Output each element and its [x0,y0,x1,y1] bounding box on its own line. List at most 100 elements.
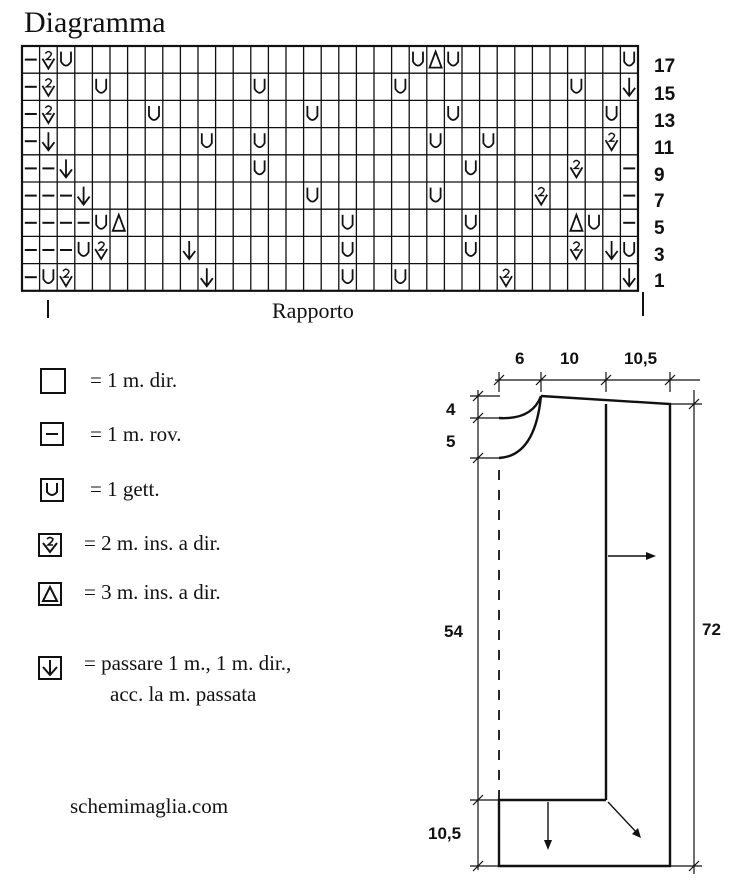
dim-slash-top [535,374,547,386]
chart-yarn-over-mark [253,78,266,94]
chart-yarn-over-mark [623,51,636,67]
dim-slash-right [688,398,700,410]
legend-text-skpo: = passare 1 m., 1 m. dir., [84,651,292,675]
row-number-13: 13 [654,111,676,132]
chart-yarn-over-mark [605,106,618,121]
dim-left-10-5: 10,5 [428,824,462,843]
chart-yarn-over-mark [429,187,442,203]
chart-skpo-mark [200,268,214,288]
chart-k2tog-mark [41,112,56,125]
chart-yarn-over-mark [341,242,354,257]
chart-yarn-over-mark [394,269,407,285]
chart-yarn-over-mark [464,214,477,230]
dim-slash-left [472,452,484,464]
arrow-diag-head [632,828,641,838]
chart-k2tog-digit [44,105,53,115]
chart-yarn-over-mark [464,160,477,176]
chart-yarn-over-mark [570,78,583,94]
chart-yarn-over-mark [341,214,354,230]
chart-yarn-over-mark [253,160,266,176]
dim-left-54: 54 [444,622,463,641]
chart-yarn-over-mark [588,214,600,230]
legend-text-gett: = 1 gett. [90,477,160,501]
chart-yarn-over-mark [623,242,636,257]
dim-slash-left [472,412,484,424]
chart-yarn-over-mark [42,269,55,285]
chart-k2tog-mark [569,166,584,180]
dim-left-4: 4 [446,400,456,419]
chart-yarn-over-mark [447,106,460,121]
chart-k2tog-mark [499,275,513,288]
chart-skpo-mark [622,77,636,98]
row-number-9: 9 [654,165,665,186]
legend-text-k2tog: = 2 m. ins. a dir. [84,531,221,555]
chart-yarn-over-mark [429,133,442,149]
chart-k2tog-mark [569,248,584,261]
chart-k3tog-mark [569,212,584,232]
chart-yarn-over-mark [95,78,108,94]
website-label: schemimaglia.com [70,794,229,818]
chart-k2tog-digit [572,159,581,170]
chart-yarn-over-mark [306,187,319,203]
arrow-right-head [646,552,656,560]
legend-k2tog-icon [38,533,62,557]
row-number-17: 17 [654,56,676,77]
row-number-5: 5 [654,218,665,239]
chart-skpo-mark [182,241,196,261]
arrow-diag-line [607,801,639,835]
chart-k2tog-digit [502,268,510,278]
dim-top-10-5: 10,5 [624,349,658,368]
row-number-3: 3 [654,245,665,266]
row-number-7: 7 [654,191,665,212]
diagram-title: Diagramma [24,6,166,39]
chart-yarn-over-mark [447,51,460,67]
arrow-down-head [544,840,552,850]
chart-yarn-over-mark [464,242,477,257]
chart-skpo-mark [59,159,73,179]
chart-k2tog-digit [607,132,616,142]
legend-text-skpo-2: acc. la m. passata [110,682,257,706]
dim-top-10: 10 [560,349,579,368]
chart-border [20,44,640,292]
chart-yarn-over-mark [394,78,407,94]
chart-k2tog-digit [537,186,545,197]
chart-yarn-over-mark [60,51,72,67]
chart-skpo-mark [604,241,619,261]
row-number-15: 15 [654,84,676,105]
dim-slash-left [472,860,484,872]
chart-yarn-over-mark [412,51,424,67]
chart-k2tog-digit [62,268,70,278]
chart-yarn-over-mark [341,269,354,285]
dim-slash-top [664,374,676,386]
chart-skpo-mark [41,132,56,152]
chart-skpo-mark [76,186,91,207]
chart-k3tog-mark [111,212,127,232]
neckline-curve-lower [498,395,543,460]
rapporto-label: Rapporto [272,298,354,323]
chart-k2tog-mark [41,58,56,71]
dim-slash-right [688,860,700,872]
schematic-outline [497,394,672,868]
dim-slash-top [600,374,612,386]
chart-yarn-over-mark [482,133,495,149]
legend-skpo-icon [38,656,62,680]
chart-yarn-over-mark [77,242,90,257]
legend-text-k3tog: = 3 m. ins. a dir. [84,580,221,604]
chart-k2tog-mark [534,194,548,207]
chart-skpo-mark [622,268,636,288]
legend-dash-icon [40,422,64,446]
chart-k2tog-digit [572,241,581,251]
dim-slash-left [472,794,484,806]
legend-k3tog-icon [38,582,62,606]
dim-right-72: 72 [702,620,721,639]
chart-k2tog-digit [97,241,105,251]
legend-text-dir: = 1 m. dir. [90,368,178,392]
chart-k3tog-mark [428,49,443,69]
chart-k2tog-mark [604,139,619,152]
chart-k2tog-mark [41,85,56,98]
chart-k2tog-mark [59,275,73,288]
dim-slash-top [493,374,505,386]
chart-k2tog-digit [44,50,53,61]
dim-slash-left [472,390,484,402]
